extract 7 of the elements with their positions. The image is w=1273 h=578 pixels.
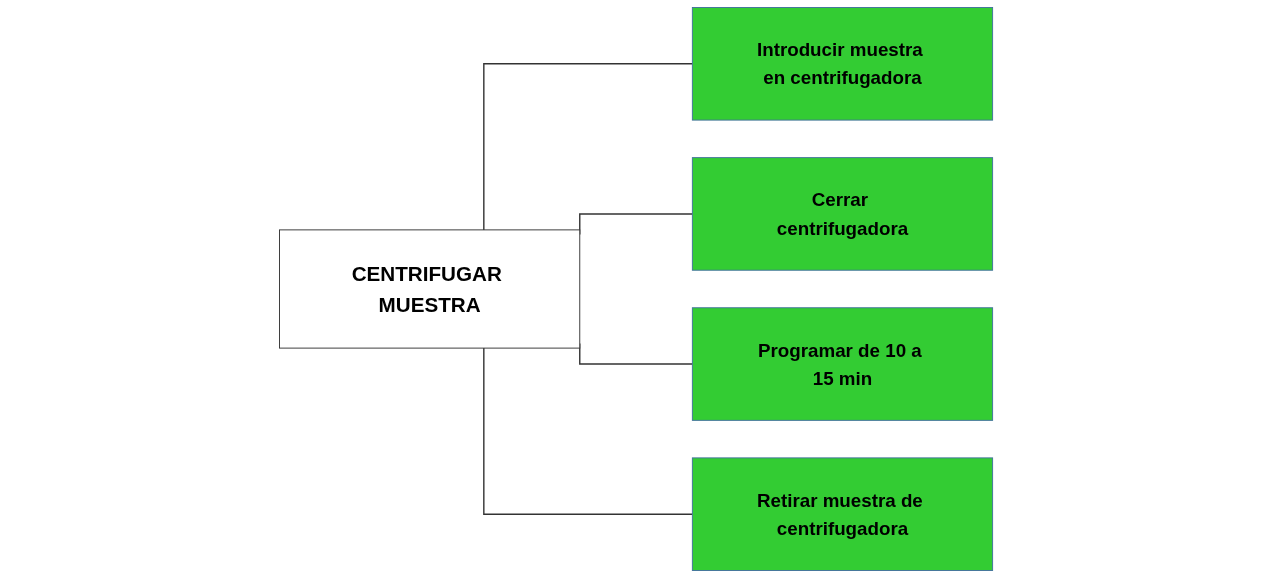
node-box: Retirar muestra de centrifugadora (692, 457, 994, 571)
connector (483, 347, 694, 515)
node-box: Programar de 10 a 15 min (692, 307, 994, 421)
connector (483, 63, 694, 231)
node-box: Cerrar centrifugadora (692, 157, 994, 271)
node-box: Introducir muestra en centrifugadora (692, 7, 994, 121)
node-box: CENTRIFUGAR MUESTRA (279, 229, 581, 349)
